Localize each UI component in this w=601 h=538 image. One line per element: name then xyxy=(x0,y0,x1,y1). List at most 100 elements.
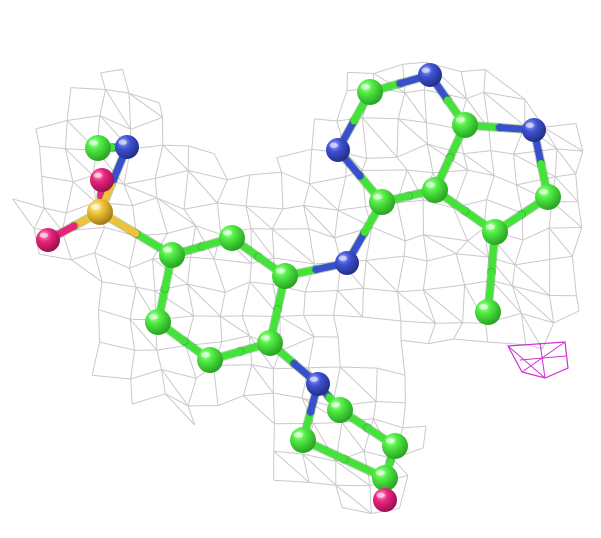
atom-o[interactable] xyxy=(90,168,114,192)
atom-c[interactable] xyxy=(535,184,561,210)
mesh-edge xyxy=(335,484,372,514)
atom-c[interactable] xyxy=(452,112,478,138)
mesh-edge xyxy=(549,255,573,260)
atom-sphere xyxy=(219,225,245,251)
mesh-edge xyxy=(122,69,130,94)
mesh-edge xyxy=(543,126,584,152)
atom-sphere xyxy=(335,251,359,275)
mesh-edge xyxy=(101,281,137,288)
mesh-edge xyxy=(333,290,338,316)
mesh-edge xyxy=(399,475,409,509)
mesh-edge xyxy=(281,172,284,209)
atom-o[interactable] xyxy=(36,228,60,252)
mesh-edge xyxy=(183,202,218,210)
atom-n[interactable] xyxy=(115,135,139,159)
atom-c[interactable] xyxy=(145,309,171,335)
mesh-edge xyxy=(41,176,45,209)
mesh-edge xyxy=(221,335,250,343)
mesh-edge xyxy=(273,450,310,483)
mesh-edge xyxy=(428,323,436,344)
atom-c[interactable] xyxy=(382,433,408,459)
atom-s[interactable] xyxy=(87,199,113,225)
atom-sphere xyxy=(382,433,408,459)
mesh-edge xyxy=(488,129,492,151)
mesh-edge xyxy=(361,117,368,159)
mesh-edge xyxy=(302,453,337,486)
atom-highlight xyxy=(360,83,371,90)
atom-c[interactable] xyxy=(372,465,398,491)
atom-c[interactable] xyxy=(257,330,283,356)
mesh-edge xyxy=(491,280,522,314)
atom-c[interactable] xyxy=(197,347,223,373)
atom-c[interactable] xyxy=(327,397,353,423)
atom-highlight xyxy=(148,313,158,320)
atom-n[interactable] xyxy=(418,63,442,87)
mesh-edge xyxy=(308,228,315,264)
mesh-edge xyxy=(463,153,469,171)
mesh-edge xyxy=(402,64,406,93)
mesh-edge xyxy=(185,345,197,379)
mesh-edge xyxy=(337,336,341,368)
mesh-edge xyxy=(188,170,228,181)
mesh-edge xyxy=(335,460,371,487)
atom-c[interactable] xyxy=(272,263,298,289)
atom-n[interactable] xyxy=(335,251,359,275)
atom-c[interactable] xyxy=(482,219,508,245)
atom-sphere xyxy=(145,309,171,335)
mesh-edge xyxy=(435,322,463,324)
mesh-edge xyxy=(341,422,365,452)
mesh-edge xyxy=(129,318,158,351)
atom-c[interactable] xyxy=(357,79,383,105)
mesh-edge xyxy=(271,229,275,259)
mesh-edge xyxy=(396,202,406,242)
atom-c[interactable] xyxy=(159,242,185,268)
atom-n[interactable] xyxy=(306,372,330,396)
mesh-edge xyxy=(397,256,405,292)
mesh-edge xyxy=(67,115,100,121)
atom-o[interactable] xyxy=(373,488,397,512)
atom-n[interactable] xyxy=(326,138,350,162)
mesh-edge xyxy=(372,401,377,419)
atom-sphere xyxy=(290,427,316,453)
mesh-edge xyxy=(164,393,196,426)
mesh-edge xyxy=(520,313,543,350)
mesh-edge xyxy=(339,366,377,402)
mesh-edge xyxy=(216,179,228,204)
atom-c[interactable] xyxy=(369,189,395,215)
atom-n[interactable] xyxy=(522,118,546,142)
mesh-edge xyxy=(242,364,253,396)
mesh-edge xyxy=(72,181,97,203)
mesh-edge xyxy=(366,255,405,261)
atom-c[interactable] xyxy=(290,427,316,453)
mesh-edge xyxy=(155,170,189,179)
atom-highlight xyxy=(222,229,232,236)
mesh-edge xyxy=(373,418,404,429)
atom-c[interactable] xyxy=(219,225,245,251)
atom-highlight xyxy=(200,351,210,358)
mesh-edge xyxy=(463,153,495,177)
mesh-edge xyxy=(548,227,551,260)
mesh-edge xyxy=(514,239,524,266)
mesh-edge xyxy=(249,263,252,282)
mesh-edge xyxy=(555,173,576,178)
mesh-edge xyxy=(404,89,425,94)
mesh-edge xyxy=(281,171,310,185)
atom-c[interactable] xyxy=(475,299,501,325)
mesh-edge xyxy=(303,315,315,337)
mesh-edge xyxy=(154,283,188,292)
mesh-edge xyxy=(311,118,315,150)
difference-density-blob xyxy=(507,341,569,379)
mesh-edge xyxy=(217,395,244,407)
mesh-edge xyxy=(341,507,372,514)
atom-c[interactable] xyxy=(85,135,111,161)
atom-c[interactable] xyxy=(422,177,448,203)
mesh-edge xyxy=(250,228,275,259)
mesh-edge xyxy=(213,258,252,264)
atom-highlight xyxy=(485,223,496,230)
mesh-edge xyxy=(123,183,158,199)
mesh-edge xyxy=(336,90,348,122)
mesh-edge xyxy=(188,145,215,155)
ligand-atoms xyxy=(36,63,561,512)
mesh-edge xyxy=(362,316,401,322)
